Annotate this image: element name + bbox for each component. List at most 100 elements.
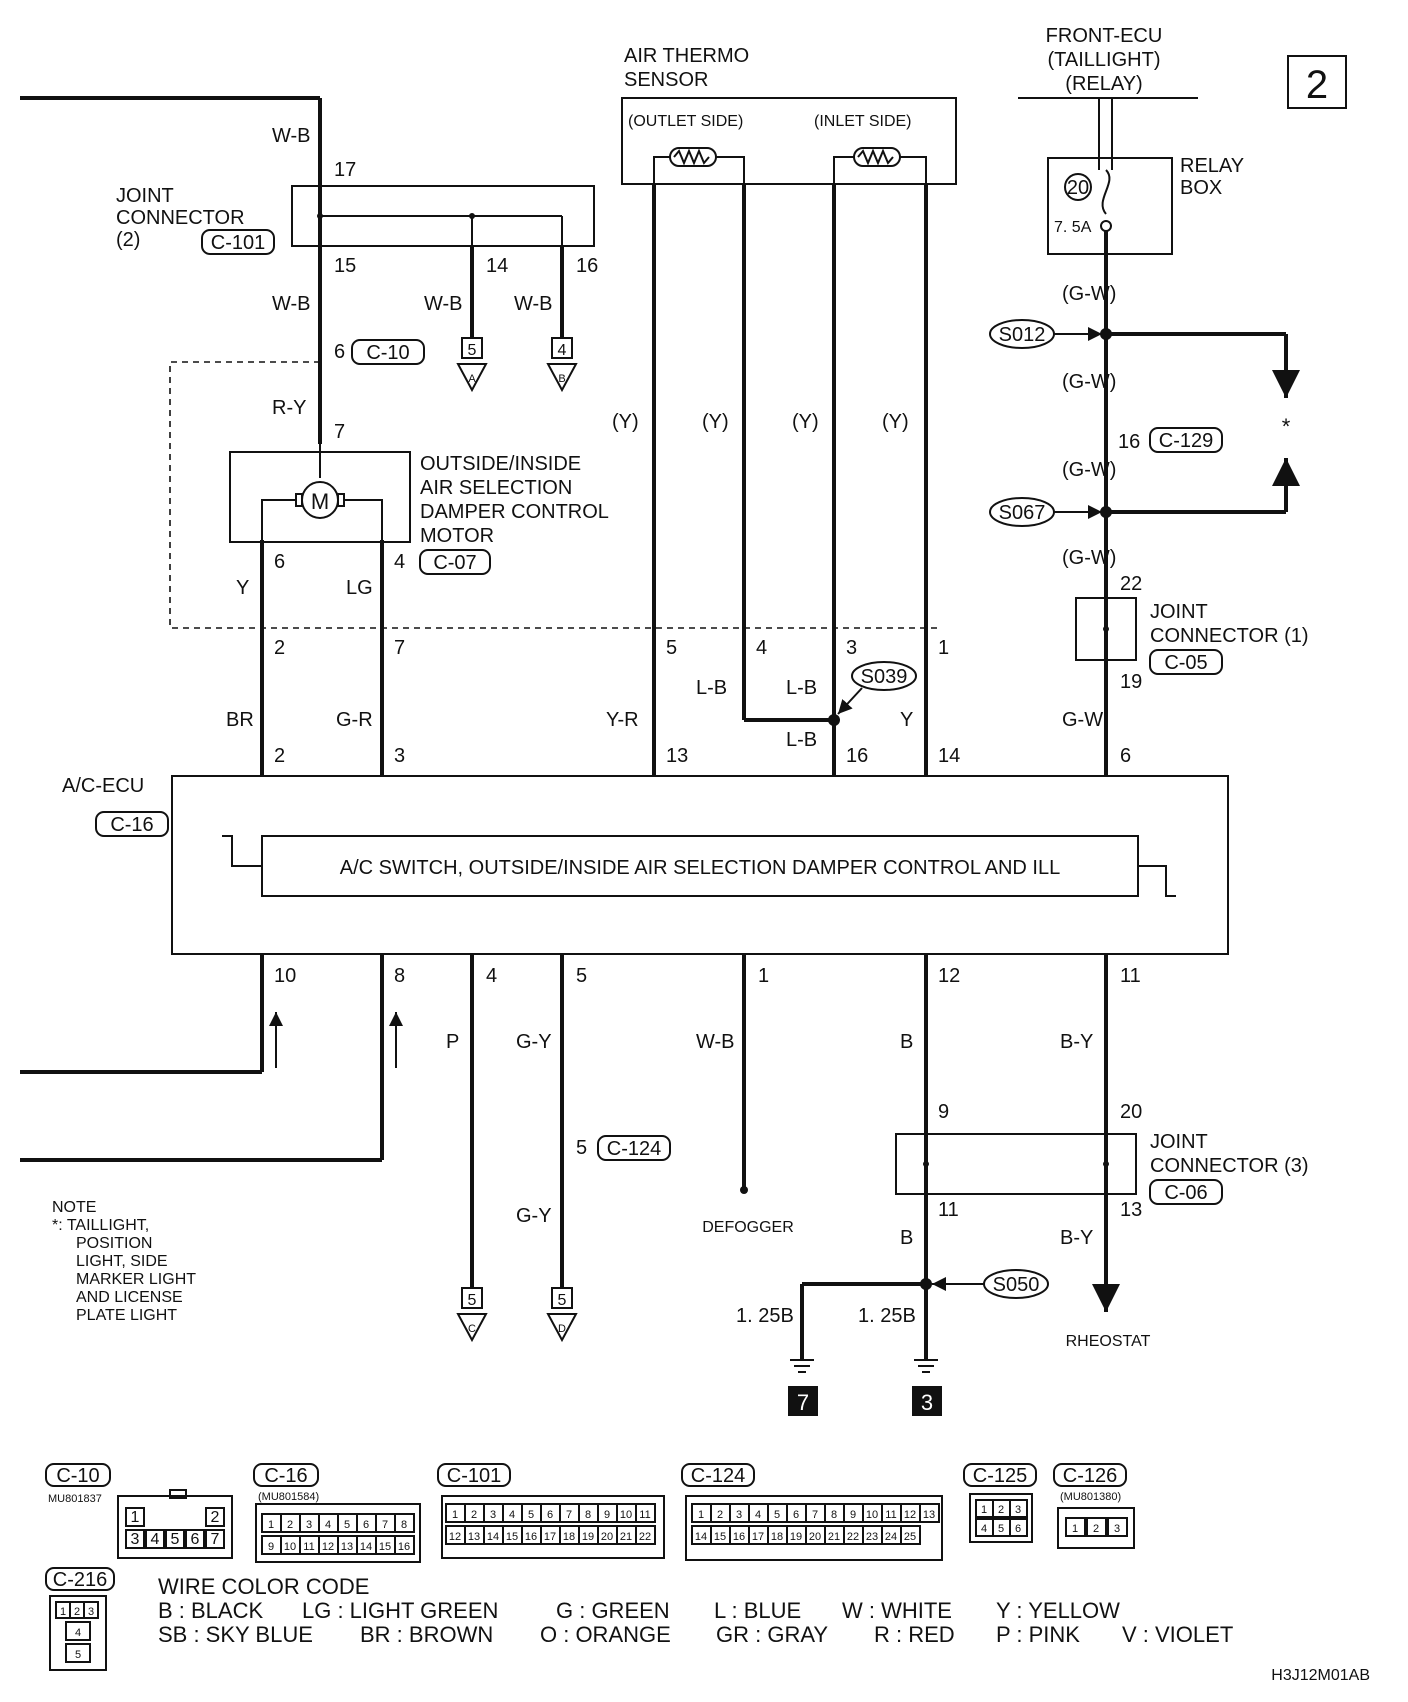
svg-text:4: 4 <box>981 1523 987 1535</box>
svg-text:5: 5 <box>528 1509 534 1521</box>
ac-ecu-box: A/C SWITCH, OUTSIDE/INSIDE AIR SELECTION… <box>171 775 1229 955</box>
svg-text:BOX: BOX <box>1180 177 1222 199</box>
svg-text:9: 9 <box>938 1101 949 1123</box>
svg-text:22: 22 <box>639 1531 651 1543</box>
svg-text:5: 5 <box>774 1509 780 1521</box>
svg-text:Y: Y <box>900 709 913 731</box>
svg-text:3: 3 <box>88 1606 94 1618</box>
svg-text:24: 24 <box>885 1531 897 1543</box>
svg-text:6: 6 <box>274 551 285 573</box>
svg-text:4: 4 <box>151 1531 160 1548</box>
svg-text:9: 9 <box>850 1509 856 1521</box>
svg-text:LG: LG <box>346 577 373 599</box>
svg-text:G-Y: G-Y <box>516 1031 552 1053</box>
svg-text:5: 5 <box>75 1649 81 1661</box>
tag-c06: C-06 <box>1149 1179 1223 1205</box>
svg-text:V : VIOLET: V : VIOLET <box>1122 1622 1233 1647</box>
svg-text:6: 6 <box>334 341 345 363</box>
svg-text:C-16: C-16 <box>110 814 153 836</box>
svg-text:5: 5 <box>171 1531 180 1548</box>
svg-text:JOINT: JOINT <box>116 185 174 207</box>
svg-text:19: 19 <box>790 1531 802 1543</box>
svg-text:CONNECTOR: CONNECTOR <box>116 207 245 229</box>
svg-text:22: 22 <box>847 1531 859 1543</box>
svg-text:4: 4 <box>325 1519 331 1531</box>
svg-text:21: 21 <box>828 1531 840 1543</box>
tag-c129: C-129 <box>1149 427 1223 453</box>
svg-text:C-10: C-10 <box>366 342 409 364</box>
svg-text:JOINT: JOINT <box>1150 601 1208 623</box>
svg-text:4: 4 <box>755 1509 761 1521</box>
svg-text:B: B <box>900 1227 913 1249</box>
svg-text:W : WHITE: W : WHITE <box>842 1598 952 1623</box>
svg-text:16: 16 <box>525 1531 537 1543</box>
svg-text:(Y): (Y) <box>612 411 639 433</box>
svg-text:AND LICENSE: AND LICENSE <box>76 1289 183 1306</box>
svg-text:7: 7 <box>334 421 345 443</box>
svg-text:B: B <box>900 1031 913 1053</box>
svg-text:G-Y: G-Y <box>516 1205 552 1227</box>
svg-text:9: 9 <box>268 1541 274 1553</box>
svg-text:(G-W): (G-W) <box>1062 371 1116 393</box>
svg-text:C-125: C-125 <box>973 1465 1027 1487</box>
tag-c10: C-10 <box>351 339 425 365</box>
svg-text:12: 12 <box>904 1509 916 1521</box>
svg-text:L-B: L-B <box>786 677 817 699</box>
tag-c124: C-124 <box>597 1135 671 1161</box>
svg-text:S050: S050 <box>993 1274 1040 1296</box>
svg-text:8: 8 <box>585 1509 591 1521</box>
ground-ref-7: 7 <box>788 1386 818 1416</box>
svg-text:6: 6 <box>1120 745 1131 767</box>
svg-text:25: 25 <box>904 1531 916 1543</box>
svg-text:R-Y: R-Y <box>272 397 306 419</box>
svg-text:Y: Y <box>236 577 249 599</box>
svg-text:5: 5 <box>666 637 677 659</box>
svg-text:5: 5 <box>576 1137 587 1159</box>
svg-text:C-05: C-05 <box>1164 652 1207 674</box>
svg-text:16: 16 <box>846 745 868 767</box>
svg-text:C-126: C-126 <box>1063 1465 1117 1487</box>
air-thermo-sensor: (OUTLET SIDE) (INLET SIDE) <box>621 97 957 185</box>
svg-text:14: 14 <box>486 255 508 277</box>
svg-text:B-Y: B-Y <box>1060 1031 1093 1053</box>
drawing-code: H3J12M01AB <box>1271 1667 1370 1684</box>
svg-text:(G-W): (G-W) <box>1062 283 1116 305</box>
svg-text:8: 8 <box>401 1519 407 1531</box>
svg-text:5: 5 <box>344 1519 350 1531</box>
svg-text:6: 6 <box>191 1531 200 1548</box>
svg-text:10: 10 <box>284 1541 296 1553</box>
tag-c07: C-07 <box>419 549 491 575</box>
ground-ref-3: 3 <box>912 1386 942 1416</box>
svg-text:L-B: L-B <box>786 729 817 751</box>
svg-text:B-Y: B-Y <box>1060 1227 1093 1249</box>
svg-text:L : BLUE: L : BLUE <box>714 1598 801 1623</box>
svg-text:C-16: C-16 <box>264 1465 307 1487</box>
damper-motor: M <box>229 444 411 543</box>
svg-text:1: 1 <box>981 1504 987 1516</box>
svg-text:12: 12 <box>322 1541 334 1553</box>
svg-text:14: 14 <box>938 745 960 767</box>
svg-text:(OUTLET SIDE): (OUTLET SIDE) <box>628 113 743 130</box>
svg-text:2: 2 <box>998 1504 1004 1516</box>
svg-text:1: 1 <box>452 1509 458 1521</box>
svg-text:4: 4 <box>75 1627 81 1639</box>
svg-text:8: 8 <box>831 1509 837 1521</box>
tag-c05: C-05 <box>1149 649 1223 675</box>
svg-text:C-129: C-129 <box>1159 430 1213 452</box>
svg-text:B: B <box>558 373 565 385</box>
note: NOTE *: TAILLIGHT, POSITION LIGHT, SIDE … <box>52 1199 196 1324</box>
svg-text:16: 16 <box>576 255 598 277</box>
svg-text:(Y): (Y) <box>702 411 729 433</box>
svg-text:4: 4 <box>486 965 497 987</box>
svg-text:FRONT-ECU: FRONT-ECU <box>1046 25 1163 47</box>
svg-text:W-B: W-B <box>514 293 553 315</box>
svg-text:6: 6 <box>1015 1523 1021 1535</box>
svg-text:2: 2 <box>1306 63 1328 107</box>
svg-text:11: 11 <box>639 1509 650 1521</box>
svg-text:10: 10 <box>866 1509 878 1521</box>
connector-c124: C-124 1 2 3 4 5 6 7 8 9 10 11 12 13 14 1… <box>681 1463 943 1561</box>
svg-text:3: 3 <box>306 1519 312 1531</box>
splice-s067: S067 <box>989 497 1112 527</box>
svg-text:WIRE COLOR CODE: WIRE COLOR CODE <box>158 1574 369 1599</box>
svg-text:S067: S067 <box>999 502 1046 524</box>
